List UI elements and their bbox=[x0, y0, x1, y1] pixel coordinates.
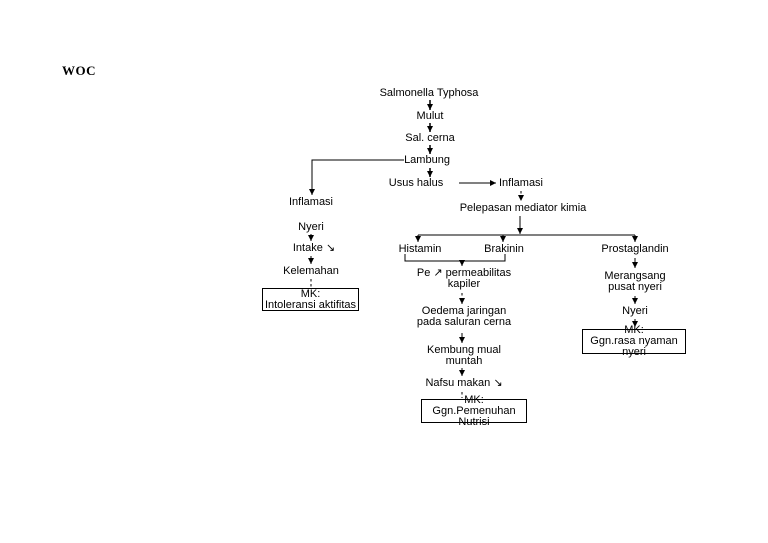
node-usus-halus: Usus halus bbox=[388, 177, 444, 189]
box-mk-ggn-rasa-nyaman-nyeri: MK: Ggn.rasa nyaman nyeri bbox=[582, 325, 686, 358]
node-lambung: Lambung bbox=[404, 154, 450, 166]
node-oedema-jaringan: Oedema jaringan pada saluran cerna bbox=[416, 305, 512, 328]
node-histamin: Histamin bbox=[398, 243, 442, 255]
box-mk-intoleransi-aktifitas: MK: Intoleransi aktifitas bbox=[262, 288, 359, 311]
node-sal-cerna: Sal. cerna bbox=[405, 132, 455, 144]
page-title: WOC bbox=[62, 63, 96, 78]
node-nyeri-right: Nyeri bbox=[622, 305, 648, 317]
node-merangsang-pusat-nyeri: Merangsang pusat nyeri bbox=[604, 270, 666, 293]
node-intake-decrease: Intake ↘ bbox=[292, 242, 336, 254]
node-inflamasi-right: Inflamasi bbox=[498, 177, 544, 189]
node-nyeri-left: Nyeri bbox=[298, 221, 324, 233]
bracket-histamin-brakinin bbox=[404, 254, 506, 262]
node-salmonella-typhosa: Salmonella Typhosa bbox=[379, 87, 479, 99]
node-nafsu-makan-decrease: Nafsu makan ↘ bbox=[425, 377, 503, 389]
node-kembung-mual-muntah: Kembung mual muntah bbox=[427, 344, 501, 367]
connector-lambung-inflamasi-left bbox=[309, 159, 404, 195]
node-mulut: Mulut bbox=[416, 110, 444, 122]
node-inflamasi-left: Inflamasi bbox=[288, 196, 334, 208]
node-kelemahan: Kelemahan bbox=[283, 265, 339, 277]
node-pe-permeabilitas-kapiler: Pe ↗ permeabilitas kapiler bbox=[416, 267, 512, 290]
box-mk-ggn-pemenuhan-nutrisi: MK: Ggn.Pemenuhan Nutrisi bbox=[421, 394, 527, 427]
node-brakinin: Brakinin bbox=[484, 243, 524, 255]
node-prostaglandin: Prostaglandin bbox=[601, 243, 669, 255]
node-pelepasan-mediator-kimia: Pelepasan mediator kimia bbox=[459, 202, 587, 214]
